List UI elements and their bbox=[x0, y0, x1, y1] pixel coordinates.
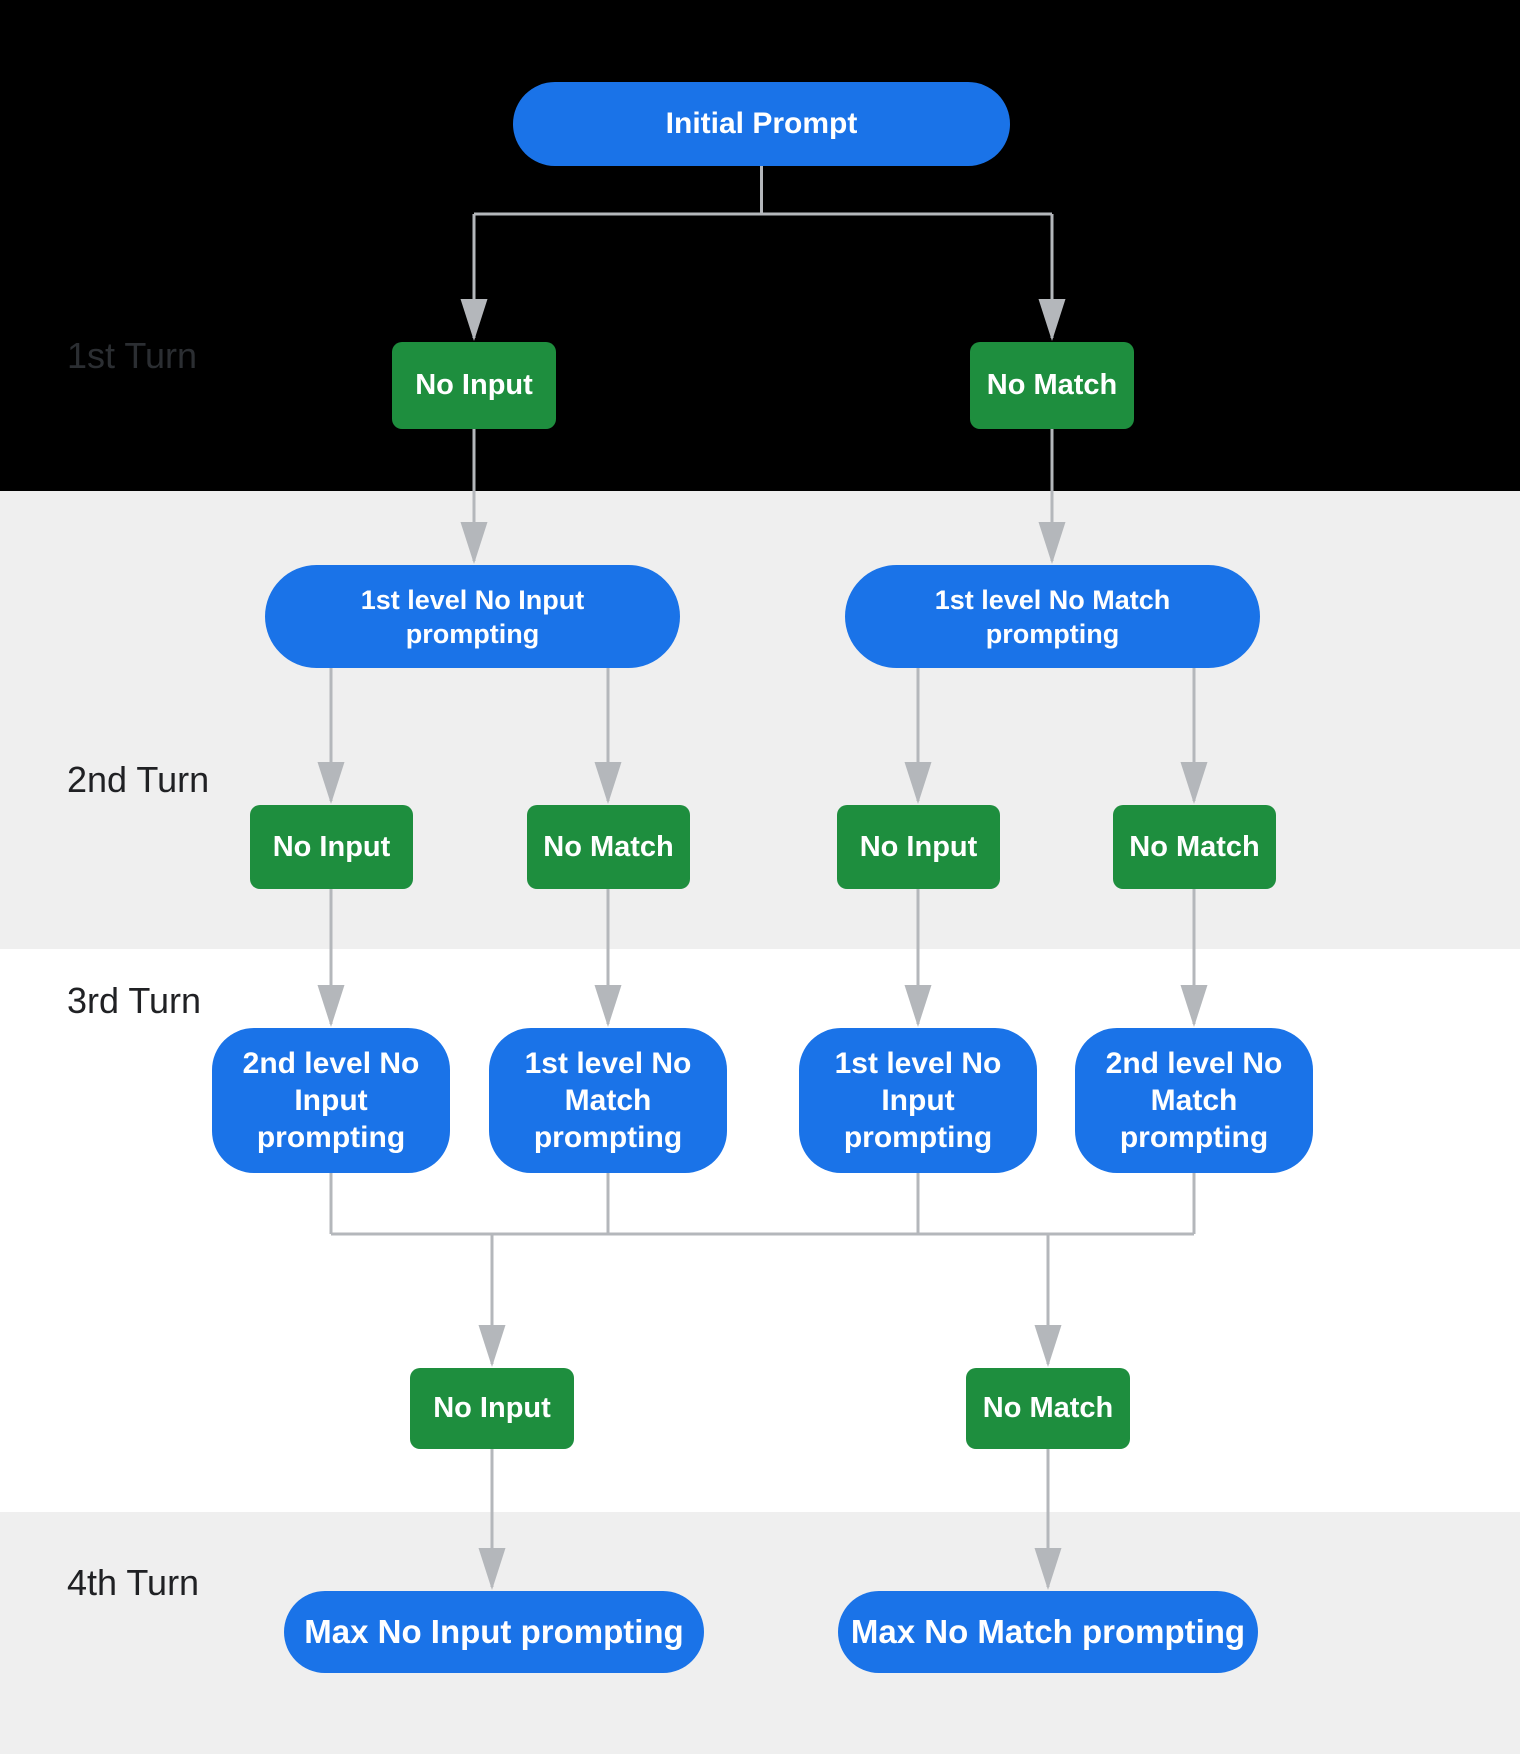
node-1st-level-no-match-prompting-2: 1st level No Match prompting bbox=[489, 1028, 727, 1173]
node-t1-no-input: No Input bbox=[392, 342, 556, 429]
node-max-no-match-prompting: Max No Match prompting bbox=[838, 1591, 1258, 1673]
node-1st-level-no-input-prompting: 1st level No Input prompting bbox=[265, 565, 680, 668]
node-t1-no-match: No Match bbox=[970, 342, 1134, 429]
edge-t3-merge-bus bbox=[329, 1173, 1196, 1236]
node-t4-no-match: No Match bbox=[966, 1368, 1130, 1449]
node-t2-no-input-right: No Input bbox=[837, 805, 1000, 889]
node-max-no-input-prompting: Max No Input prompting bbox=[284, 1591, 704, 1673]
node-t4-no-input: No Input bbox=[410, 1368, 574, 1449]
node-2nd-level-no-match-prompting: 2nd level No Match prompting bbox=[1075, 1028, 1313, 1173]
node-t2-no-input-left: No Input bbox=[250, 805, 413, 889]
turn-label-2nd: 2nd Turn bbox=[67, 759, 210, 800]
turn-label-4th: 4th Turn bbox=[67, 1562, 200, 1603]
node-1st-level-no-match-prompting: 1st level No Match prompting bbox=[845, 565, 1260, 668]
band-1st-turn bbox=[0, 0, 1520, 491]
turn-label-3rd: 3rd Turn bbox=[67, 980, 202, 1021]
edge-initial-split bbox=[474, 166, 1052, 216]
band-4th-turn bbox=[0, 1512, 1520, 1754]
node-t2-no-match-left: No Match bbox=[527, 805, 690, 889]
node-initial-prompt: Initial Prompt bbox=[513, 82, 1010, 166]
turn-label-1st: 1st Turn bbox=[67, 335, 198, 376]
node-t2-no-match-right: No Match bbox=[1113, 805, 1276, 889]
node-1st-level-no-input-prompting-2: 1st level No Input prompting bbox=[799, 1028, 1037, 1173]
node-2nd-level-no-input-prompting: 2nd level No Input prompting bbox=[212, 1028, 450, 1173]
